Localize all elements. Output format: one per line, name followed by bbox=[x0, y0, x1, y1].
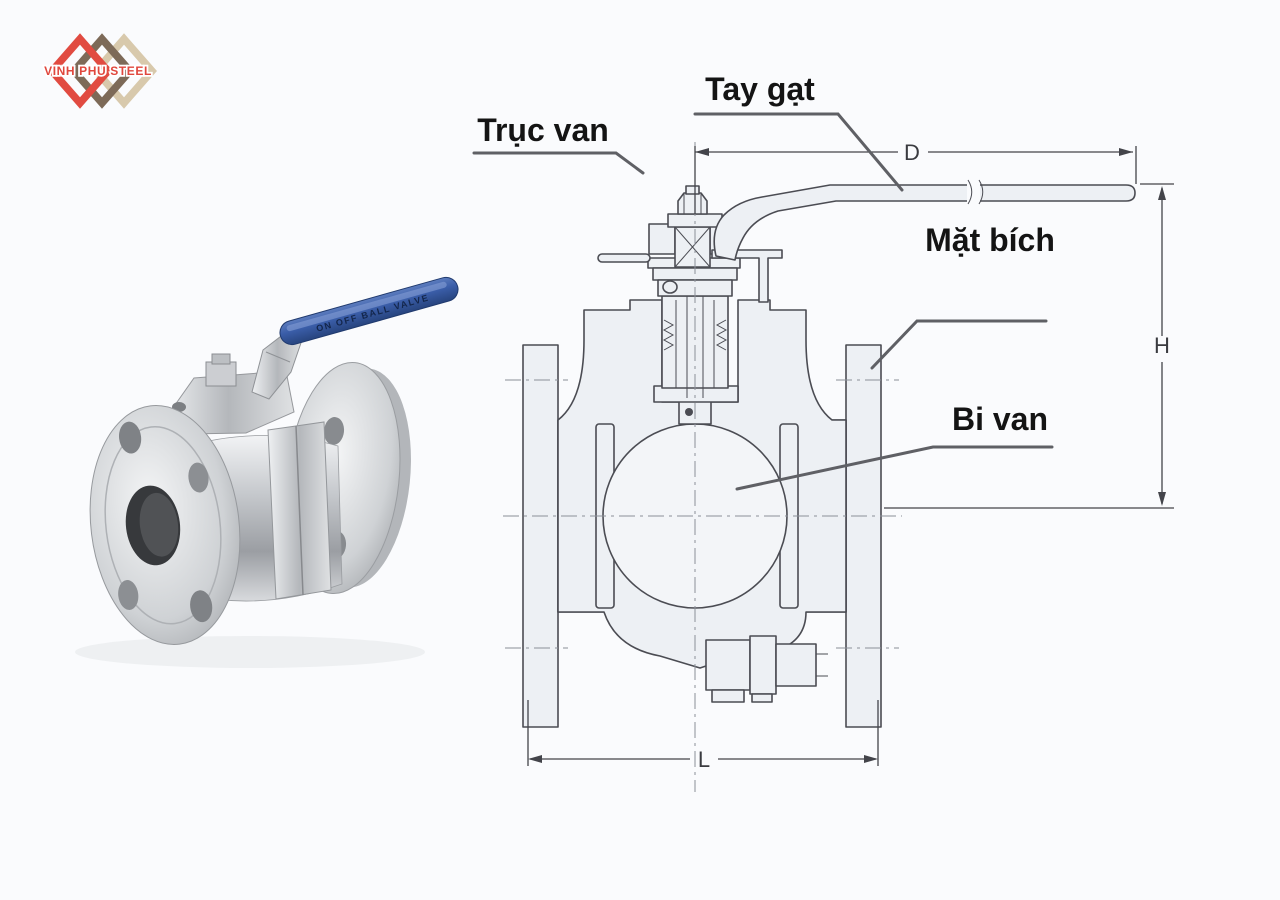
logo-diamond-brown-icon bbox=[69, 33, 135, 109]
logo-diamond-tan-icon bbox=[91, 33, 157, 109]
logo-diamond-red-icon bbox=[47, 33, 113, 109]
dimension-L: L bbox=[527, 700, 879, 772]
leader-handle bbox=[693, 112, 904, 192]
photo-handle: ON OFF BALL VALVE bbox=[251, 276, 459, 400]
drawing-right-flange bbox=[845, 344, 882, 728]
packing-spring-left bbox=[662, 319, 675, 351]
grease-fitting bbox=[662, 280, 678, 294]
slot-pin bbox=[685, 408, 693, 416]
stem-nut bbox=[205, 361, 237, 387]
stem-nut bbox=[677, 192, 708, 215]
bolt-hole bbox=[190, 590, 213, 623]
photo-shadow bbox=[75, 636, 425, 668]
joint-line bbox=[295, 425, 304, 596]
stop-plate bbox=[597, 253, 651, 263]
bolt-hole bbox=[118, 421, 142, 454]
drawing-left-flange bbox=[522, 344, 559, 728]
label-stem: Trục van bbox=[477, 112, 609, 148]
handle-break-gap bbox=[967, 182, 980, 204]
leader-flange bbox=[870, 319, 1048, 370]
packing-spring-right bbox=[715, 319, 728, 351]
dim-label-D: D bbox=[904, 140, 920, 165]
bolt-hole bbox=[118, 580, 139, 610]
logo-text: VINH PHU STEEL bbox=[44, 64, 152, 78]
drawing-handle bbox=[713, 179, 1136, 261]
drain-plug bbox=[705, 635, 828, 703]
vinh-phu-steel-logo: VINH PHU STEEL bbox=[42, 33, 157, 109]
break-mark bbox=[967, 179, 973, 205]
dimension-D: D bbox=[694, 140, 1137, 214]
leader-ball bbox=[735, 445, 1054, 491]
label-ball: Bi van bbox=[952, 401, 1048, 437]
label-handle: Tay gạt bbox=[705, 71, 815, 107]
bolt-hole bbox=[323, 417, 345, 445]
dim-label-L: L bbox=[698, 747, 710, 772]
break-mark bbox=[978, 179, 984, 205]
leader-stem bbox=[472, 151, 645, 175]
valve-technical-drawing: D H L Tay gạt Trục van bbox=[472, 71, 1174, 792]
ball-valve-photo: ON OFF BALL VALVE bbox=[75, 276, 459, 668]
photo-front-flange bbox=[89, 405, 241, 645]
label-flange: Mặt bích bbox=[925, 222, 1055, 258]
bolt-hole bbox=[188, 462, 209, 493]
dim-label-H: H bbox=[1154, 333, 1170, 358]
dimension-H: H bbox=[884, 183, 1174, 509]
